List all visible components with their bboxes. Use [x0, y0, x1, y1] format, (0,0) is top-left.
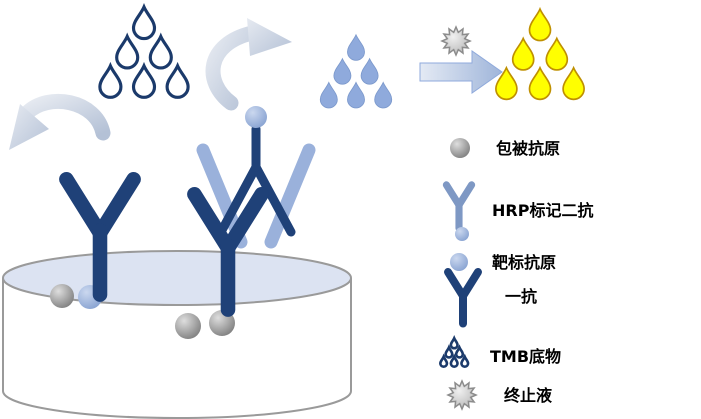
legend-item-hrp-secondary-antibody: HRP标记二抗	[446, 185, 593, 241]
legend-label-hrp-secondary: HRP标记二抗	[492, 201, 593, 220]
reacted-substrate-droplets-cluster	[320, 35, 391, 108]
legend-item-stop-solution: 终止液	[447, 380, 553, 410]
hrp-secondary-antibody-icon	[446, 185, 471, 228]
tmb-substrate-droplets-icon	[440, 338, 468, 366]
legend-item-tmb-substrate: TMB底物	[440, 338, 561, 366]
legend-item-target-antigen: 靶标抗原	[450, 253, 556, 272]
legend-item-coated-antigen: 包被抗原	[450, 138, 560, 158]
coated-antigen-ball	[175, 313, 201, 339]
curved-arrow-left	[9, 93, 111, 150]
legend: 包被抗原 HRP标记二抗 靶标抗原 一抗 TMB底物 终止液	[440, 138, 593, 410]
legend-label-primary-antibody: 一抗	[505, 287, 537, 306]
microplate-well	[2, 250, 352, 419]
coated-antigen-ball	[50, 284, 74, 308]
microplate-well-body	[2, 278, 352, 419]
coated-antigen-circle-icon	[450, 138, 470, 158]
detection-complex	[194, 106, 316, 310]
primary-antibody-icon	[448, 272, 478, 324]
yellow-product-droplets-cluster	[496, 9, 584, 99]
stop-solution-starburst	[441, 26, 471, 56]
hrp-enzyme-ball	[245, 106, 267, 128]
target-antigen-circle-icon	[450, 253, 468, 271]
curved-arrow-top-body	[205, 25, 260, 111]
stop-step-arrow-shape	[419, 50, 503, 94]
curved-arrow-left-body	[19, 93, 111, 141]
stop-step-arrow	[419, 50, 503, 94]
legend-label-stop-solution: 终止液	[504, 386, 553, 405]
curved-arrow-top	[205, 18, 292, 111]
secondary-antibody-arm-right	[264, 143, 316, 249]
hrp-ball-icon	[455, 227, 469, 241]
stop-solution-starburst-icon	[447, 380, 477, 410]
legend-label-tmb-substrate: TMB底物	[490, 347, 561, 366]
curved-arrow-top-head	[247, 18, 292, 56]
legend-label-target-antigen: 靶标抗原	[492, 253, 556, 272]
curved-arrow-left-head	[9, 104, 49, 150]
legend-label-coated-antigen: 包被抗原	[496, 139, 560, 158]
legend-item-primary-antibody: 一抗	[448, 272, 537, 324]
tmb-substrate-droplets-cluster	[100, 7, 188, 97]
